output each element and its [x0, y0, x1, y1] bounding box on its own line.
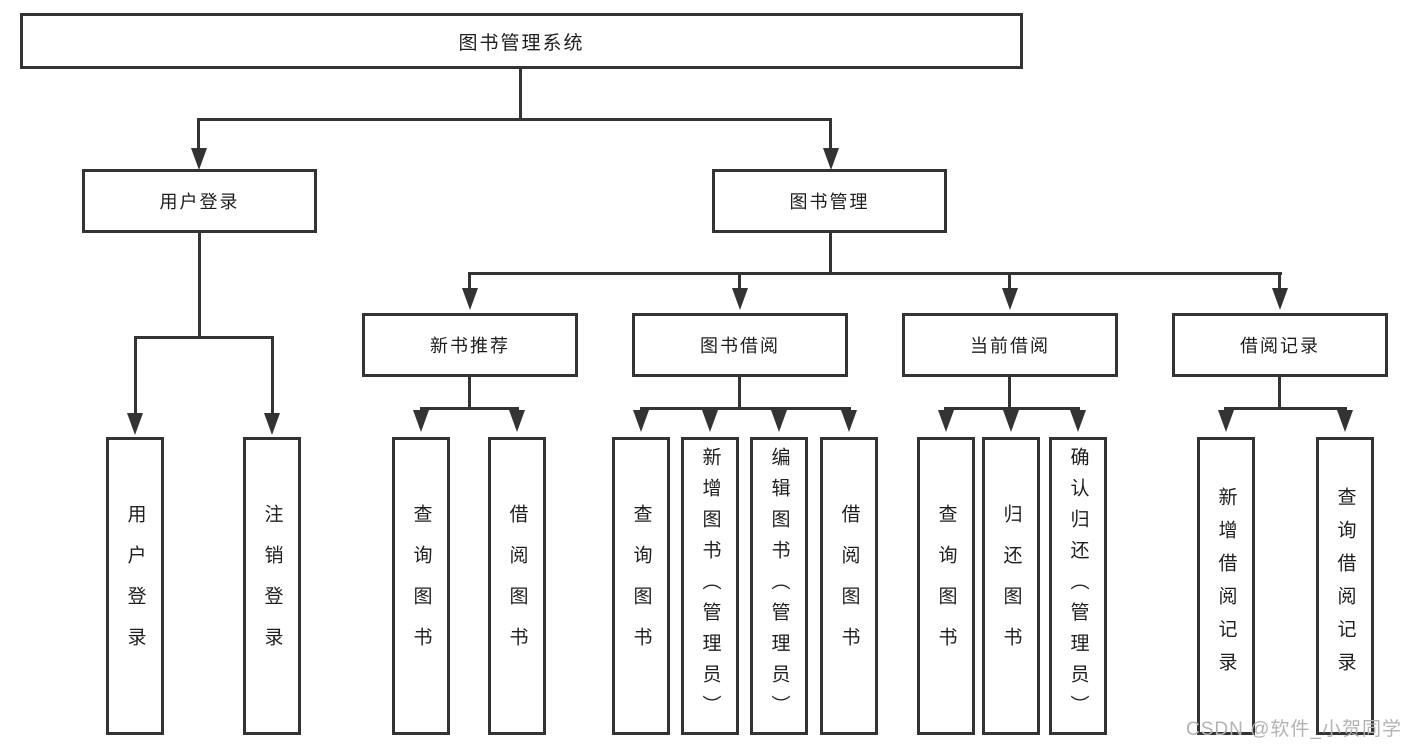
arrow-down-icon [771, 410, 787, 432]
node-add-book-admin: 新增图书（管理员） [681, 437, 739, 735]
connector-line [829, 118, 832, 150]
node-confirm-return-admin: 确认归还（管理员） [1049, 437, 1107, 735]
node-label: 注销登录 [261, 504, 283, 668]
connector-line [829, 233, 832, 272]
arrow-down-icon [841, 410, 857, 432]
node-label: 归还图书 [1000, 504, 1022, 668]
node-label: 确认归还（管理员） [1067, 446, 1089, 726]
node-label: 用户登录 [124, 504, 146, 668]
node-borrow-books-borrowing: 借阅图书 [820, 437, 878, 735]
connector-line [197, 118, 832, 121]
watermark: CSDN @软件_小贺同学 [1186, 719, 1402, 740]
connector-line [468, 272, 471, 290]
node-label: 图书管理系统 [458, 32, 585, 54]
connector-line [1224, 407, 1347, 410]
connector-line [738, 272, 741, 290]
connector-line [1278, 377, 1281, 407]
node-user-login-leaf: 用户登录 [106, 437, 164, 735]
connector-line [198, 233, 201, 336]
connector-line [271, 336, 274, 415]
arrow-down-icon [264, 413, 280, 435]
node-search-books-borrowing: 查询图书 [612, 437, 670, 735]
connector-line [420, 407, 519, 410]
node-label: 新书推荐 [430, 336, 510, 356]
node-label: 新增借阅记录 [1215, 487, 1237, 685]
node-logout-leaf: 注销登录 [243, 437, 301, 735]
arrow-down-icon [1272, 288, 1288, 310]
arrow-down-icon [413, 410, 429, 432]
node-label: 借阅图书 [838, 504, 860, 668]
connector-line [519, 69, 522, 118]
node-new-book-recommend: 新书推荐 [362, 313, 578, 377]
node-book-borrowing: 图书借阅 [632, 313, 848, 377]
arrow-down-icon [938, 410, 954, 432]
arrow-down-icon [633, 410, 649, 432]
arrow-down-icon [1070, 410, 1086, 432]
arrow-down-icon [823, 148, 839, 170]
node-return-book: 归还图书 [982, 437, 1040, 735]
arrow-down-icon [127, 413, 143, 435]
node-book-management: 图书管理 [712, 169, 947, 233]
node-library-system: 图书管理系统 [20, 13, 1023, 69]
node-label: 用户登录 [159, 192, 240, 212]
arrow-down-icon [191, 148, 207, 170]
node-label: 编辑图书（管理员） [768, 446, 790, 726]
connector-line [468, 272, 1282, 275]
node-search-books-recommend: 查询图书 [392, 437, 450, 735]
node-label: 查询借阅记录 [1334, 487, 1356, 685]
node-label: 借阅图书 [506, 504, 528, 668]
node-user-login: 用户登录 [82, 169, 317, 233]
connector-line [944, 407, 1080, 410]
connector-line [1008, 272, 1011, 290]
node-label: 图书借阅 [700, 336, 780, 356]
node-label: 查询图书 [410, 504, 432, 668]
arrow-down-icon [1337, 410, 1353, 432]
arrow-down-icon [509, 410, 525, 432]
arrow-down-icon [1218, 410, 1234, 432]
node-label: 查询图书 [935, 504, 957, 668]
connector-line [1278, 272, 1281, 290]
connector-line [134, 336, 274, 339]
node-label: 借阅记录 [1240, 336, 1320, 356]
arrow-down-icon [1003, 410, 1019, 432]
connector-line [468, 377, 471, 407]
node-label: 图书管理 [789, 192, 870, 212]
node-label: 新增图书（管理员） [699, 446, 721, 726]
node-search-books-current: 查询图书 [917, 437, 975, 735]
node-current-borrowing: 当前借阅 [902, 313, 1118, 377]
connector-line [640, 407, 851, 410]
connector-line [738, 377, 741, 407]
connector-line [197, 118, 200, 150]
connector-line [1008, 377, 1011, 407]
arrow-down-icon [702, 410, 718, 432]
node-borrowing-records: 借阅记录 [1172, 313, 1388, 377]
node-edit-book-admin: 编辑图书（管理员） [750, 437, 808, 735]
connector-line [134, 336, 137, 415]
arrow-down-icon [732, 288, 748, 310]
node-label: 当前借阅 [970, 336, 1050, 356]
node-add-borrow-record: 新增借阅记录 [1197, 437, 1255, 735]
node-search-borrow-record: 查询借阅记录 [1316, 437, 1374, 735]
arrow-down-icon [462, 288, 478, 310]
arrow-down-icon [1002, 288, 1018, 310]
node-label: 查询图书 [630, 504, 652, 668]
node-borrow-books-recommend: 借阅图书 [488, 437, 546, 735]
